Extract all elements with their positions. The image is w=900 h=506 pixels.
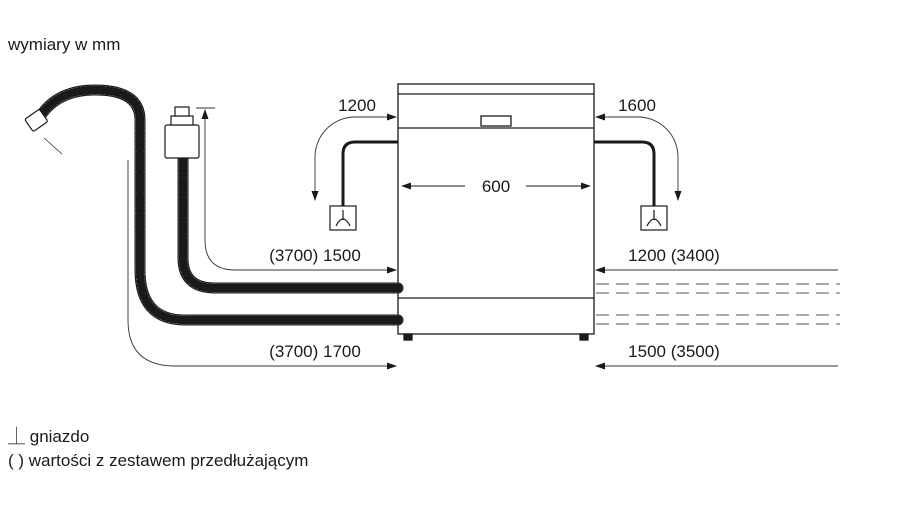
foot-left <box>403 333 413 341</box>
lower-right-hose-label: 1500 (3500) <box>628 342 720 361</box>
legend-bracket-label: wartości z zestawem przedłużającym <box>28 451 309 470</box>
water-hoses <box>32 84 404 326</box>
hose-reach-guides <box>127 107 838 370</box>
lower-left-hose-label: (3700) 1700 <box>269 342 361 361</box>
socket-symbol-icon: ⏊ <box>8 427 25 446</box>
drain-hook-icon <box>24 109 63 155</box>
legend-socket: ⏊ gniazdo <box>8 428 89 445</box>
legend-socket-label: gniazdo <box>29 427 90 446</box>
width-label: 600 <box>482 177 510 196</box>
right-socket-icon <box>640 205 668 231</box>
dishwasher-outline <box>397 83 595 341</box>
bracket-symbol: ( ) <box>8 451 25 470</box>
left-socket-icon <box>329 205 357 231</box>
upper-right-hose-label: 1200 (3400) <box>628 246 720 265</box>
aquastop-valve-icon <box>164 106 200 159</box>
control-panel <box>480 115 512 127</box>
units-note: wymiary w mm <box>8 35 121 54</box>
hose-continuation-dashes <box>596 283 840 325</box>
left-socket-reach-label: 1200 <box>338 96 376 115</box>
right-socket-reach-label: 1600 <box>618 96 656 115</box>
foot-right <box>579 333 589 341</box>
upper-left-hose-label: (3700) 1500 <box>269 246 361 265</box>
legend-bracket: ( ) wartości z zestawem przedłużającym <box>8 452 308 469</box>
power-cables <box>341 140 656 206</box>
